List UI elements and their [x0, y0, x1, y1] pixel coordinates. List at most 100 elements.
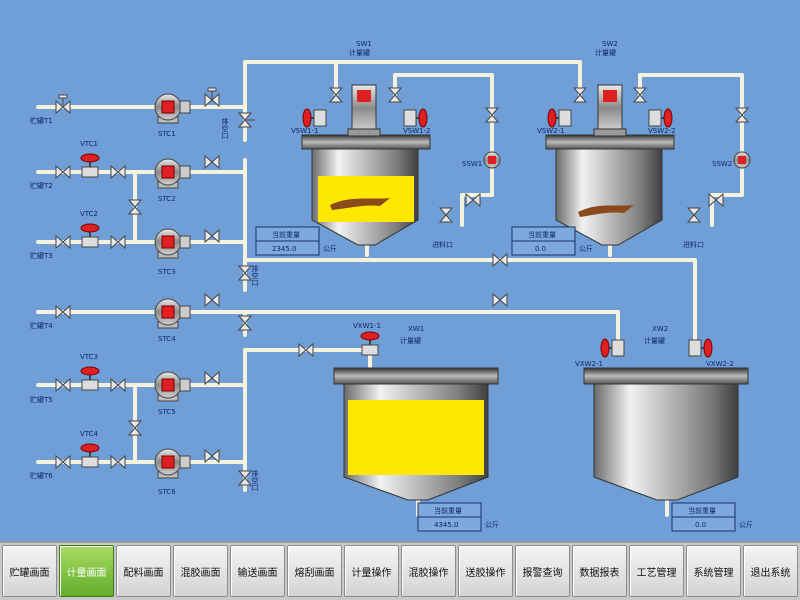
gate-valve-icon[interactable]: [55, 304, 71, 320]
gate-valve-icon[interactable]: [55, 454, 71, 470]
vsw2-1-label: VSW2-1: [537, 127, 565, 135]
mixer-blade-icon: [330, 198, 390, 210]
nav-metering[interactable]: 计量画面: [59, 545, 114, 597]
inlet-label: 进料口: [683, 240, 704, 249]
control-valve-vxw2-1-icon[interactable]: [600, 338, 625, 358]
gate-valve-icon[interactable]: [204, 292, 220, 308]
control-valves[interactable]: [80, 108, 713, 468]
control-valve-vsw2-2-icon[interactable]: [648, 108, 673, 128]
gate-valve-icon[interactable]: [204, 448, 220, 464]
gate-valve-icon[interactable]: [110, 234, 126, 250]
nav-metering-ops[interactable]: 计量操作: [344, 545, 399, 597]
tank-t2-label: 贮罐T2: [30, 181, 53, 190]
nav-mixing[interactable]: 混胶画面: [173, 545, 228, 597]
control-valve-vtc1-icon[interactable]: [80, 153, 100, 178]
vtc3-label: VTC3: [80, 353, 98, 361]
control-valve-vtc4-icon[interactable]: [80, 443, 100, 468]
gate-valve-icon[interactable]: [465, 192, 481, 208]
tank-xw1-liquid: [348, 400, 484, 475]
pump-ssw2-icon[interactable]: [733, 151, 751, 169]
nav-batching[interactable]: 配料画面: [116, 545, 171, 597]
nav-conveying[interactable]: 输送画面: [230, 545, 285, 597]
gate-valve-icon[interactable]: [110, 454, 126, 470]
ssw2-label: SSW2: [712, 160, 732, 168]
control-valve-vsw1-1-icon[interactable]: [302, 108, 327, 128]
mixer-blade-icon: [578, 205, 634, 217]
gate-valve-icon[interactable]: [110, 164, 126, 180]
gate-valves[interactable]: [55, 87, 750, 486]
pump-stc6-icon[interactable]: [154, 448, 191, 479]
nav-data-report[interactable]: 数据报表: [572, 545, 627, 597]
gate-valve-icon[interactable]: [387, 87, 403, 103]
gate-valve-icon[interactable]: [237, 470, 253, 486]
tank-xw1: [333, 367, 499, 501]
gate-valve-icon[interactable]: [484, 107, 500, 123]
nav-process-mgmt[interactable]: 工艺管理: [629, 545, 684, 597]
vxw2-1-label: VXW2-1: [575, 360, 603, 368]
gate-valve-icon[interactable]: [237, 265, 253, 281]
gate-valve-icon[interactable]: [492, 292, 508, 308]
motor-icon: [593, 84, 627, 137]
gate-valve-icon[interactable]: [204, 154, 220, 170]
gate-valve-icon[interactable]: [204, 87, 220, 108]
tank-flange: [301, 134, 431, 150]
nav-feeding-ops[interactable]: 送胶操作: [458, 545, 513, 597]
ssw1-label: SSW1: [462, 160, 482, 168]
gate-valve-icon[interactable]: [127, 199, 143, 215]
control-valve-vxw2-2-icon[interactable]: [688, 338, 713, 358]
gate-valve-icon[interactable]: [572, 87, 588, 103]
control-valve-vxw1-1-icon[interactable]: [360, 331, 380, 356]
gate-valve-icon[interactable]: [237, 112, 255, 128]
nav-alarm-query[interactable]: 报警查询: [515, 545, 570, 597]
gate-valve-icon[interactable]: [632, 87, 648, 103]
tank-sw1: [301, 84, 431, 246]
gate-valve-icon[interactable]: [204, 228, 220, 244]
gate-valve-icon[interactable]: [492, 252, 508, 268]
gate-valve-icon[interactable]: [237, 315, 253, 331]
pumps[interactable]: [154, 93, 751, 479]
nav-exit-system[interactable]: 退出系统: [743, 545, 798, 597]
nav-storage-tanks[interactable]: 贮罐画面: [2, 545, 57, 597]
bottom-navigation: 贮罐画面 计量画面 配料画面 混胶画面 输送画面 熔刮画面 计量操作 混胶操作 …: [0, 541, 800, 600]
pump-ssw1-icon[interactable]: [483, 151, 501, 169]
pump-stc5-icon[interactable]: [154, 371, 191, 402]
sw1-weight-label: 当前重量: [272, 230, 300, 239]
nav-mixing-ops[interactable]: 混胶操作: [401, 545, 456, 597]
sw2-title: SW2: [602, 40, 618, 48]
vxw1-1-label: VXW1-1: [353, 322, 381, 330]
gate-valve-icon[interactable]: [298, 342, 314, 358]
control-valve-vtc3-icon[interactable]: [80, 366, 100, 391]
pump-stc3-icon[interactable]: [154, 228, 191, 259]
tank-t3-label: 贮罐T3: [30, 251, 53, 260]
gate-valve-icon[interactable]: [438, 207, 454, 223]
gate-valve-icon[interactable]: [55, 234, 71, 250]
gate-valve-icon[interactable]: [127, 420, 143, 436]
gate-valve-icon[interactable]: [55, 164, 71, 180]
gate-valve-icon[interactable]: [204, 370, 220, 386]
control-valve-vsw2-1-icon[interactable]: [547, 108, 572, 128]
gate-valve-icon[interactable]: [328, 87, 344, 103]
control-valve-vtc2-icon[interactable]: [80, 223, 100, 248]
gate-valve-icon[interactable]: [110, 377, 126, 393]
nav-system-mgmt[interactable]: 系统管理: [686, 545, 741, 597]
vsw1-1-label: VSW1-1: [291, 127, 319, 135]
tank-t5-label: 贮罐T5: [30, 395, 53, 404]
gate-valve-icon[interactable]: [708, 192, 724, 208]
gate-valve-icon[interactable]: [686, 207, 702, 223]
pump-stc2-icon[interactable]: [154, 158, 191, 189]
tank-t6-label: 贮罐T6: [30, 471, 53, 480]
sw2-weight-value: 0.0: [535, 245, 546, 253]
control-valve-vsw1-2-icon[interactable]: [403, 108, 428, 128]
gate-valve-icon[interactable]: [734, 107, 750, 123]
inlet-label: 进料口: [432, 240, 453, 249]
stc1-label: STC1: [158, 130, 176, 138]
process-diagram: 贮罐T1 贮罐T2 贮罐T3 贮罐T4 贮罐T5 贮罐T6 VTC1 VTC2 …: [30, 40, 753, 532]
motor-icon: [347, 84, 381, 137]
pump-stc1-icon[interactable]: [154, 93, 191, 124]
pump-stc4-icon[interactable]: [154, 298, 191, 329]
nav-melting[interactable]: 熔刮画面: [287, 545, 342, 597]
gate-valve-icon[interactable]: [55, 377, 71, 393]
gate-valve-icon[interactable]: [55, 94, 71, 115]
xw1-subtitle: 计量罐: [400, 336, 421, 345]
vsw2-2-label: VSW2-2: [648, 127, 676, 135]
